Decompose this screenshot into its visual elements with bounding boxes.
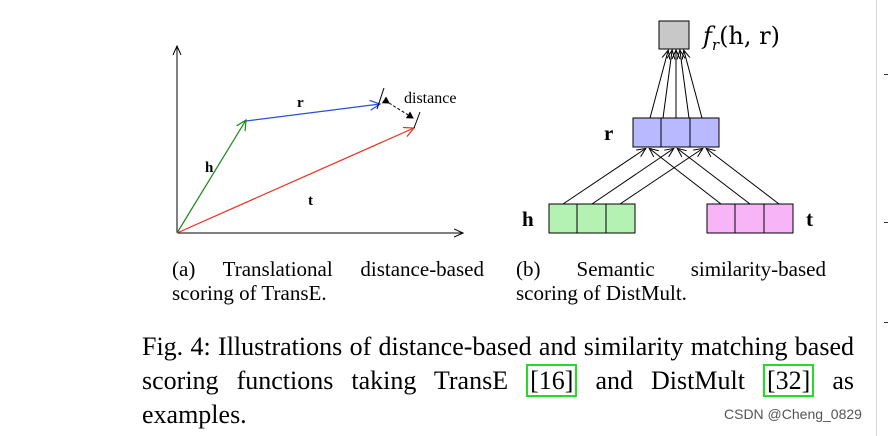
subcaption-b: (b) Semantic similarity-based scoring of…	[516, 257, 826, 305]
h-vector	[176, 120, 246, 234]
r-embedding	[632, 117, 720, 148]
r-vector	[245, 104, 380, 122]
r-to-output-arrows	[649, 51, 703, 119]
output-node	[658, 20, 690, 50]
r-tip-tick	[376, 87, 385, 110]
t-embedding-label: t	[806, 207, 813, 231]
r-embedding-label: r	[604, 121, 613, 145]
panel-b-distmult: fr(h, r) r h t	[522, 20, 813, 234]
t-to-r-arrows	[650, 149, 780, 205]
t-label: t	[308, 193, 313, 209]
distance-label: distance	[404, 90, 456, 107]
t-vector	[176, 128, 414, 234]
caption-text-prefix: Fig. 4: Illustrations of distance-based …	[142, 332, 854, 395]
page-edge-divider	[876, 0, 877, 436]
watermark: CSDN @Cheng_0829	[722, 406, 864, 422]
r-label: r	[297, 95, 304, 111]
caption-text-middle: and DistMult	[577, 366, 763, 395]
output-score-label: fr(h, r)	[701, 22, 780, 54]
caption-text-suffix: as examples.	[142, 366, 854, 429]
edge-mark	[884, 222, 888, 223]
citation-link-32[interactable]: [32]	[762, 364, 815, 397]
h-embedding	[548, 203, 636, 234]
edge-mark	[884, 74, 888, 75]
figure-caption: Fig. 4: Illustrations of distance-based …	[142, 330, 854, 432]
edge-mark	[884, 322, 888, 323]
citation-link-16[interactable]: [16]	[526, 364, 578, 397]
h-embedding-label: h	[522, 207, 534, 231]
panel-a-transe: h r t distance	[177, 47, 462, 233]
h-to-r-arrows	[562, 149, 702, 205]
subcaption-a: (a) Translational distance-based scoring…	[172, 257, 484, 305]
h-label: h	[205, 160, 214, 176]
t-tip-tick	[413, 111, 421, 129]
t-embedding	[706, 203, 794, 234]
